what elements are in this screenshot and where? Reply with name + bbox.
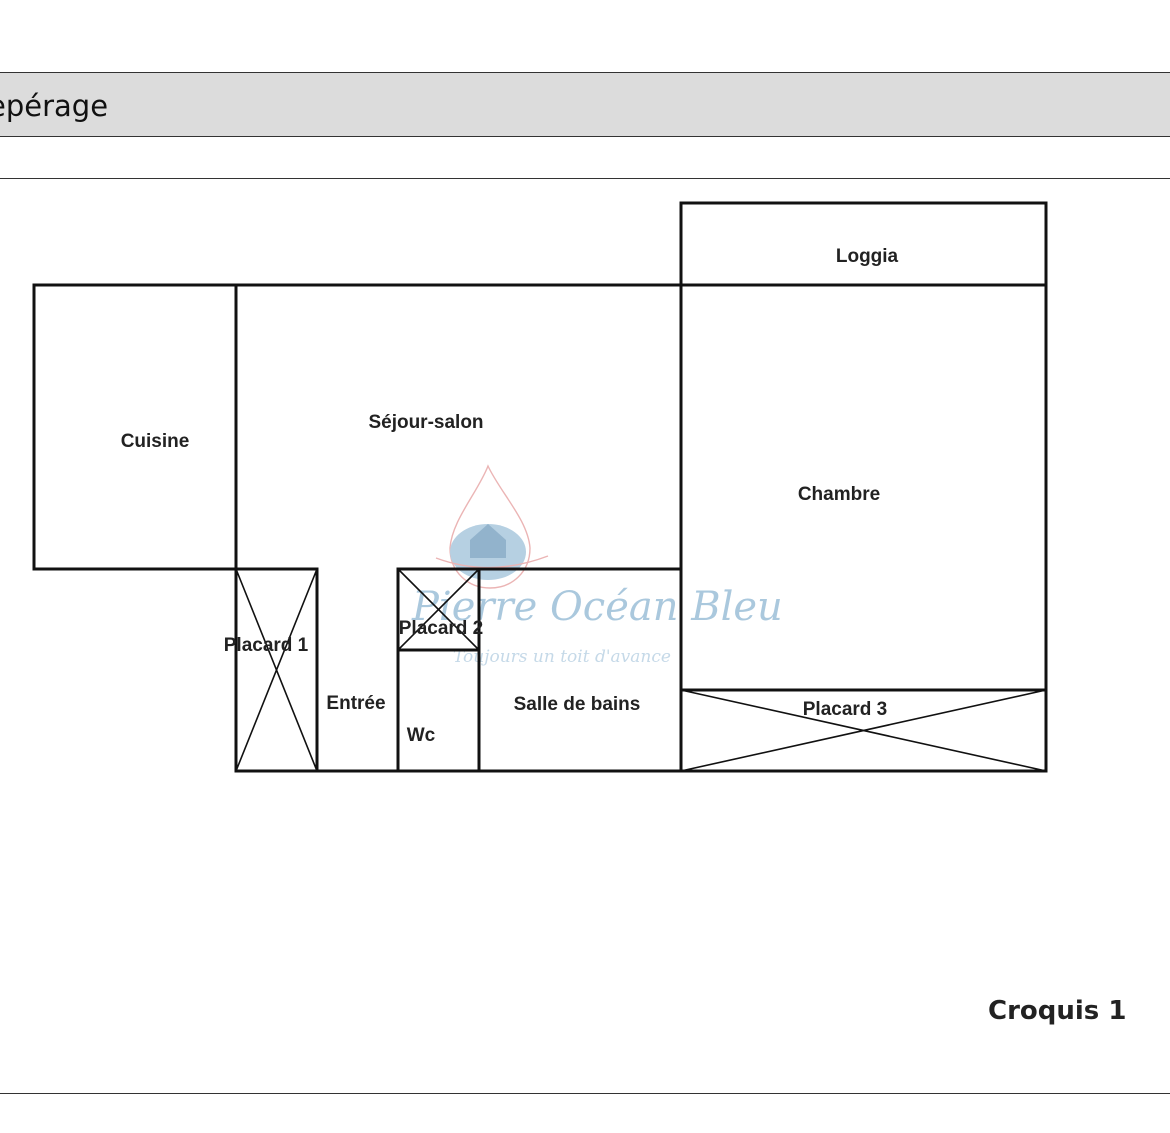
sketch-label: Croquis 1 [988, 996, 1127, 1026]
closet-crosses [235, 568, 1047, 772]
watermark-drop-icon [449, 464, 531, 589]
label-cuisine: Cuisine [121, 431, 190, 452]
label-placard-1: Placard 1 [224, 635, 309, 656]
top-divider [0, 178, 1170, 179]
walls [32, 201, 1048, 773]
label-entree: Entrée [326, 693, 385, 714]
label-placard-2: Placard 2 [399, 618, 484, 639]
watermark-tagline: Toujours un toit d'avance [453, 647, 671, 667]
room-labels: Cuisine Séjour-salon Loggia Chambre Plac… [121, 246, 899, 746]
label-wc: Wc [407, 725, 436, 746]
header-bar [0, 72, 1170, 137]
watermark-brand: Pierre Océan Bleu [411, 584, 783, 630]
label-loggia: Loggia [836, 246, 899, 267]
label-chambre: Chambre [798, 484, 880, 505]
bottom-divider [0, 1093, 1170, 1094]
label-placard-3: Placard 3 [803, 699, 888, 720]
label-salle-de-bains: Salle de bains [514, 694, 641, 715]
page-title: epérage [0, 89, 109, 123]
watermark: Pierre Océan Bleu Toujours un toit d'ava… [411, 464, 783, 667]
label-sejour: Séjour-salon [368, 412, 483, 433]
